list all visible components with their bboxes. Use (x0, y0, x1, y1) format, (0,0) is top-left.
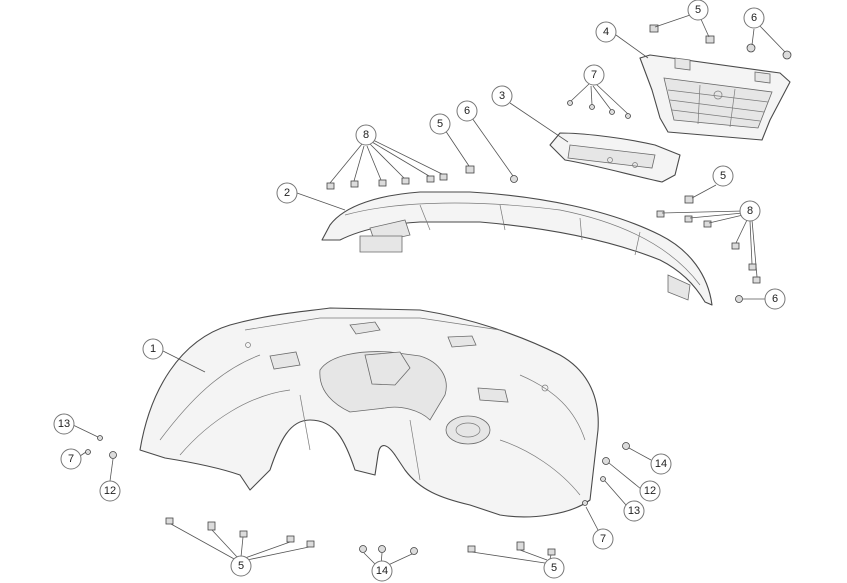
callout-6-right: 6 (764, 288, 786, 310)
callout-label: 7 (68, 453, 74, 465)
part-3-bracket (549, 132, 681, 183)
callout-1: 1 (142, 338, 164, 360)
callout-label: 2 (284, 187, 290, 199)
callout-label: 3 (499, 90, 505, 102)
callout-label: 1 (150, 343, 156, 355)
part-2-upper-beam (321, 191, 713, 306)
callout-7-top: 7 (583, 64, 605, 86)
callout-7-left: 7 (60, 448, 82, 470)
callout-label: 6 (464, 105, 470, 117)
callout-label: 13 (628, 505, 640, 517)
callout-label: 7 (591, 69, 597, 81)
callout-13-right: 13 (623, 500, 645, 522)
callout-8-right: 8 (739, 200, 761, 222)
part-4-grille (639, 54, 791, 141)
callout-5-bottom-left: 5 (230, 555, 252, 577)
callout-7-right: 7 (592, 528, 614, 550)
callout-5-right: 5 (712, 165, 734, 187)
callout-label: 5 (437, 118, 443, 130)
callout-label: 13 (58, 418, 70, 430)
callout-5-bottom-right: 5 (543, 557, 565, 579)
callout-label: 8 (363, 129, 369, 141)
callout-6-top: 6 (743, 7, 765, 29)
callout-2: 2 (276, 182, 298, 204)
callout-label: 14 (376, 565, 388, 577)
callout-6-mid: 6 (456, 100, 478, 122)
part-1-lower-panel (139, 307, 599, 518)
callout-label: 6 (772, 293, 778, 305)
callout-14-right: 14 (650, 453, 672, 475)
callout-label: 6 (751, 12, 757, 24)
callout-4: 4 (595, 21, 617, 43)
callout-12-left: 12 (99, 480, 121, 502)
callout-8-upper-left: 8 (355, 124, 377, 146)
callout-label: 5 (238, 560, 244, 572)
callout-12-right: 12 (639, 480, 661, 502)
callout-3: 3 (491, 85, 513, 107)
callout-label: 14 (655, 458, 667, 470)
callout-14-bottom: 14 (371, 560, 393, 582)
callout-5-mid: 5 (429, 113, 451, 135)
callout-label: 12 (644, 485, 656, 497)
callout-label: 12 (104, 485, 116, 497)
callout-13-left: 13 (53, 413, 75, 435)
callout-label: 4 (603, 26, 609, 38)
callout-label: 5 (695, 4, 701, 16)
callout-label: 7 (600, 533, 606, 545)
callout-label: 5 (551, 562, 557, 574)
callout-label: 5 (720, 170, 726, 182)
callout-label: 8 (747, 205, 753, 217)
callout-5-top: 5 (687, 0, 709, 21)
